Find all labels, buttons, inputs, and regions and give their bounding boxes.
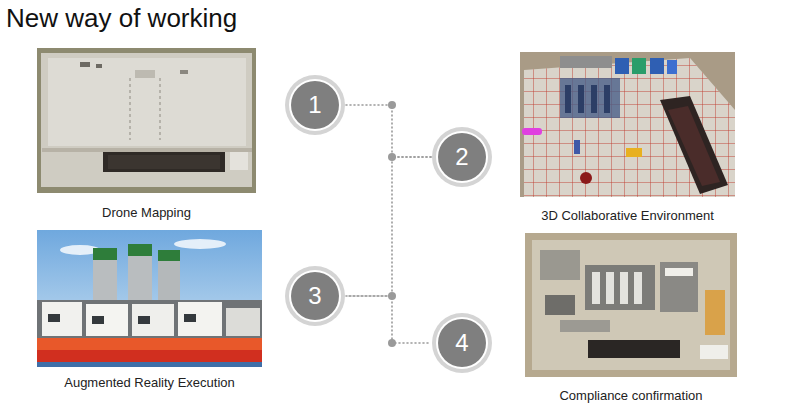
circle-ring	[285, 266, 345, 326]
ar-photo-part	[132, 304, 174, 336]
3d-environment-image-part	[522, 128, 542, 135]
photo-caption: Augmented Reality Execution	[64, 375, 235, 390]
drone-photo-part	[37, 48, 256, 193]
3d-environment-image-part	[632, 58, 646, 74]
3d-environment-image-part	[668, 106, 720, 186]
3d-environment-image-part	[565, 85, 571, 113]
ar-photo-part	[174, 239, 226, 249]
compliance-photo-part	[592, 272, 600, 304]
step-circle: 3	[284, 265, 346, 327]
step-number: 4	[431, 312, 493, 374]
step-number: 2	[431, 126, 493, 188]
3d-environment-image-part	[560, 56, 612, 68]
compliance-photo-part	[545, 295, 575, 315]
3d-environment-image-part	[667, 60, 677, 74]
ar-photo-part	[37, 350, 262, 362]
circle-ring	[432, 127, 492, 187]
drone-photo-part	[230, 152, 248, 170]
drone-photo-part	[108, 155, 220, 169]
compliance-photo-part	[532, 240, 730, 370]
ar-photo-part	[37, 338, 262, 350]
dotted-line	[346, 157, 431, 296]
3d-environment-image-part	[615, 58, 629, 74]
drone-photo-part	[80, 62, 90, 67]
3d-environment-image-part	[520, 52, 735, 197]
compliance-photo-part	[525, 233, 737, 377]
photo-caption: 3D Collaborative Environment	[541, 208, 714, 223]
compliance-photo	[525, 233, 737, 377]
compliance-photo-part	[540, 250, 580, 280]
drone-photo-part	[135, 70, 155, 78]
compliance-photo-part	[700, 345, 728, 359]
compliance-photo-part	[585, 265, 655, 310]
drone-photo-part	[129, 78, 131, 140]
dotted-line	[346, 296, 431, 343]
photo-caption: Drone Mapping	[102, 205, 191, 220]
step-number: 3	[284, 265, 346, 327]
3d-environment-image	[520, 52, 735, 197]
compliance-photo-part	[660, 262, 698, 312]
3d-environment-image-part	[574, 140, 580, 154]
3d-environment-image-part	[524, 58, 735, 197]
drone-photo-part	[48, 58, 246, 146]
dotted-connector	[346, 296, 431, 343]
compliance-photo-part	[634, 272, 642, 304]
photo-panel: Drone Mapping	[37, 48, 256, 193]
compliance-photo-part	[606, 272, 614, 304]
step-circle: 1	[284, 74, 346, 136]
circle-ring	[285, 75, 345, 135]
compliance-photo-part	[665, 268, 693, 276]
ar-photo-part	[37, 300, 262, 340]
3d-environment-image-part	[578, 85, 584, 113]
ar-photo-part	[42, 302, 82, 336]
page-title: New way of working	[6, 3, 237, 34]
3d-environment-image-part	[650, 58, 664, 74]
ar-photo-part	[37, 230, 262, 367]
dotted-connector	[346, 157, 431, 296]
compliance-photo-part	[560, 320, 610, 332]
drone-photo-part	[180, 70, 188, 74]
ar-photo-part	[37, 362, 262, 367]
drone-photo-part	[103, 152, 225, 172]
compliance-photo-part	[588, 340, 680, 358]
step-number: 1	[284, 74, 346, 136]
photo-caption: Compliance confirmation	[559, 388, 702, 403]
ar-photo-part	[226, 308, 260, 336]
drone-photo-part	[159, 78, 161, 140]
drone-photo-part	[42, 148, 252, 152]
circle-ring	[432, 313, 492, 373]
ar-photo-part	[178, 302, 222, 336]
drone-photo-part	[41, 53, 252, 187]
dotted-connector	[346, 105, 431, 157]
dotted-line	[346, 105, 431, 157]
ar-photo-part	[138, 316, 150, 324]
3d-environment-image-part	[591, 85, 597, 113]
ar-photo-part	[86, 304, 128, 336]
step-circle: 2	[431, 126, 493, 188]
ar-photo-part	[48, 314, 60, 322]
photo-panel: Augmented Reality Execution	[37, 230, 262, 367]
photo-panel: Compliance confirmation	[525, 233, 737, 377]
ar-photo-part	[92, 316, 104, 324]
3d-environment-image-part	[524, 58, 735, 197]
3d-environment-image-part	[560, 78, 620, 118]
3d-environment-image-part	[660, 96, 728, 194]
3d-environment-image-part	[604, 85, 610, 113]
photo-panel: 3D Collaborative Environment	[520, 52, 735, 197]
compliance-photo-part	[620, 272, 628, 304]
3d-environment-image-part	[626, 148, 642, 157]
drone-photo	[37, 48, 256, 193]
compliance-photo-part	[705, 290, 725, 335]
3d-environment-image-part	[580, 172, 592, 184]
ar-photo-part	[93, 248, 117, 260]
ar-photo-part	[158, 250, 180, 261]
ar-photo	[37, 230, 262, 367]
ar-photo-part	[128, 244, 152, 256]
ar-photo-part	[184, 314, 196, 322]
drone-photo-part	[96, 64, 102, 68]
step-circle: 4	[431, 312, 493, 374]
